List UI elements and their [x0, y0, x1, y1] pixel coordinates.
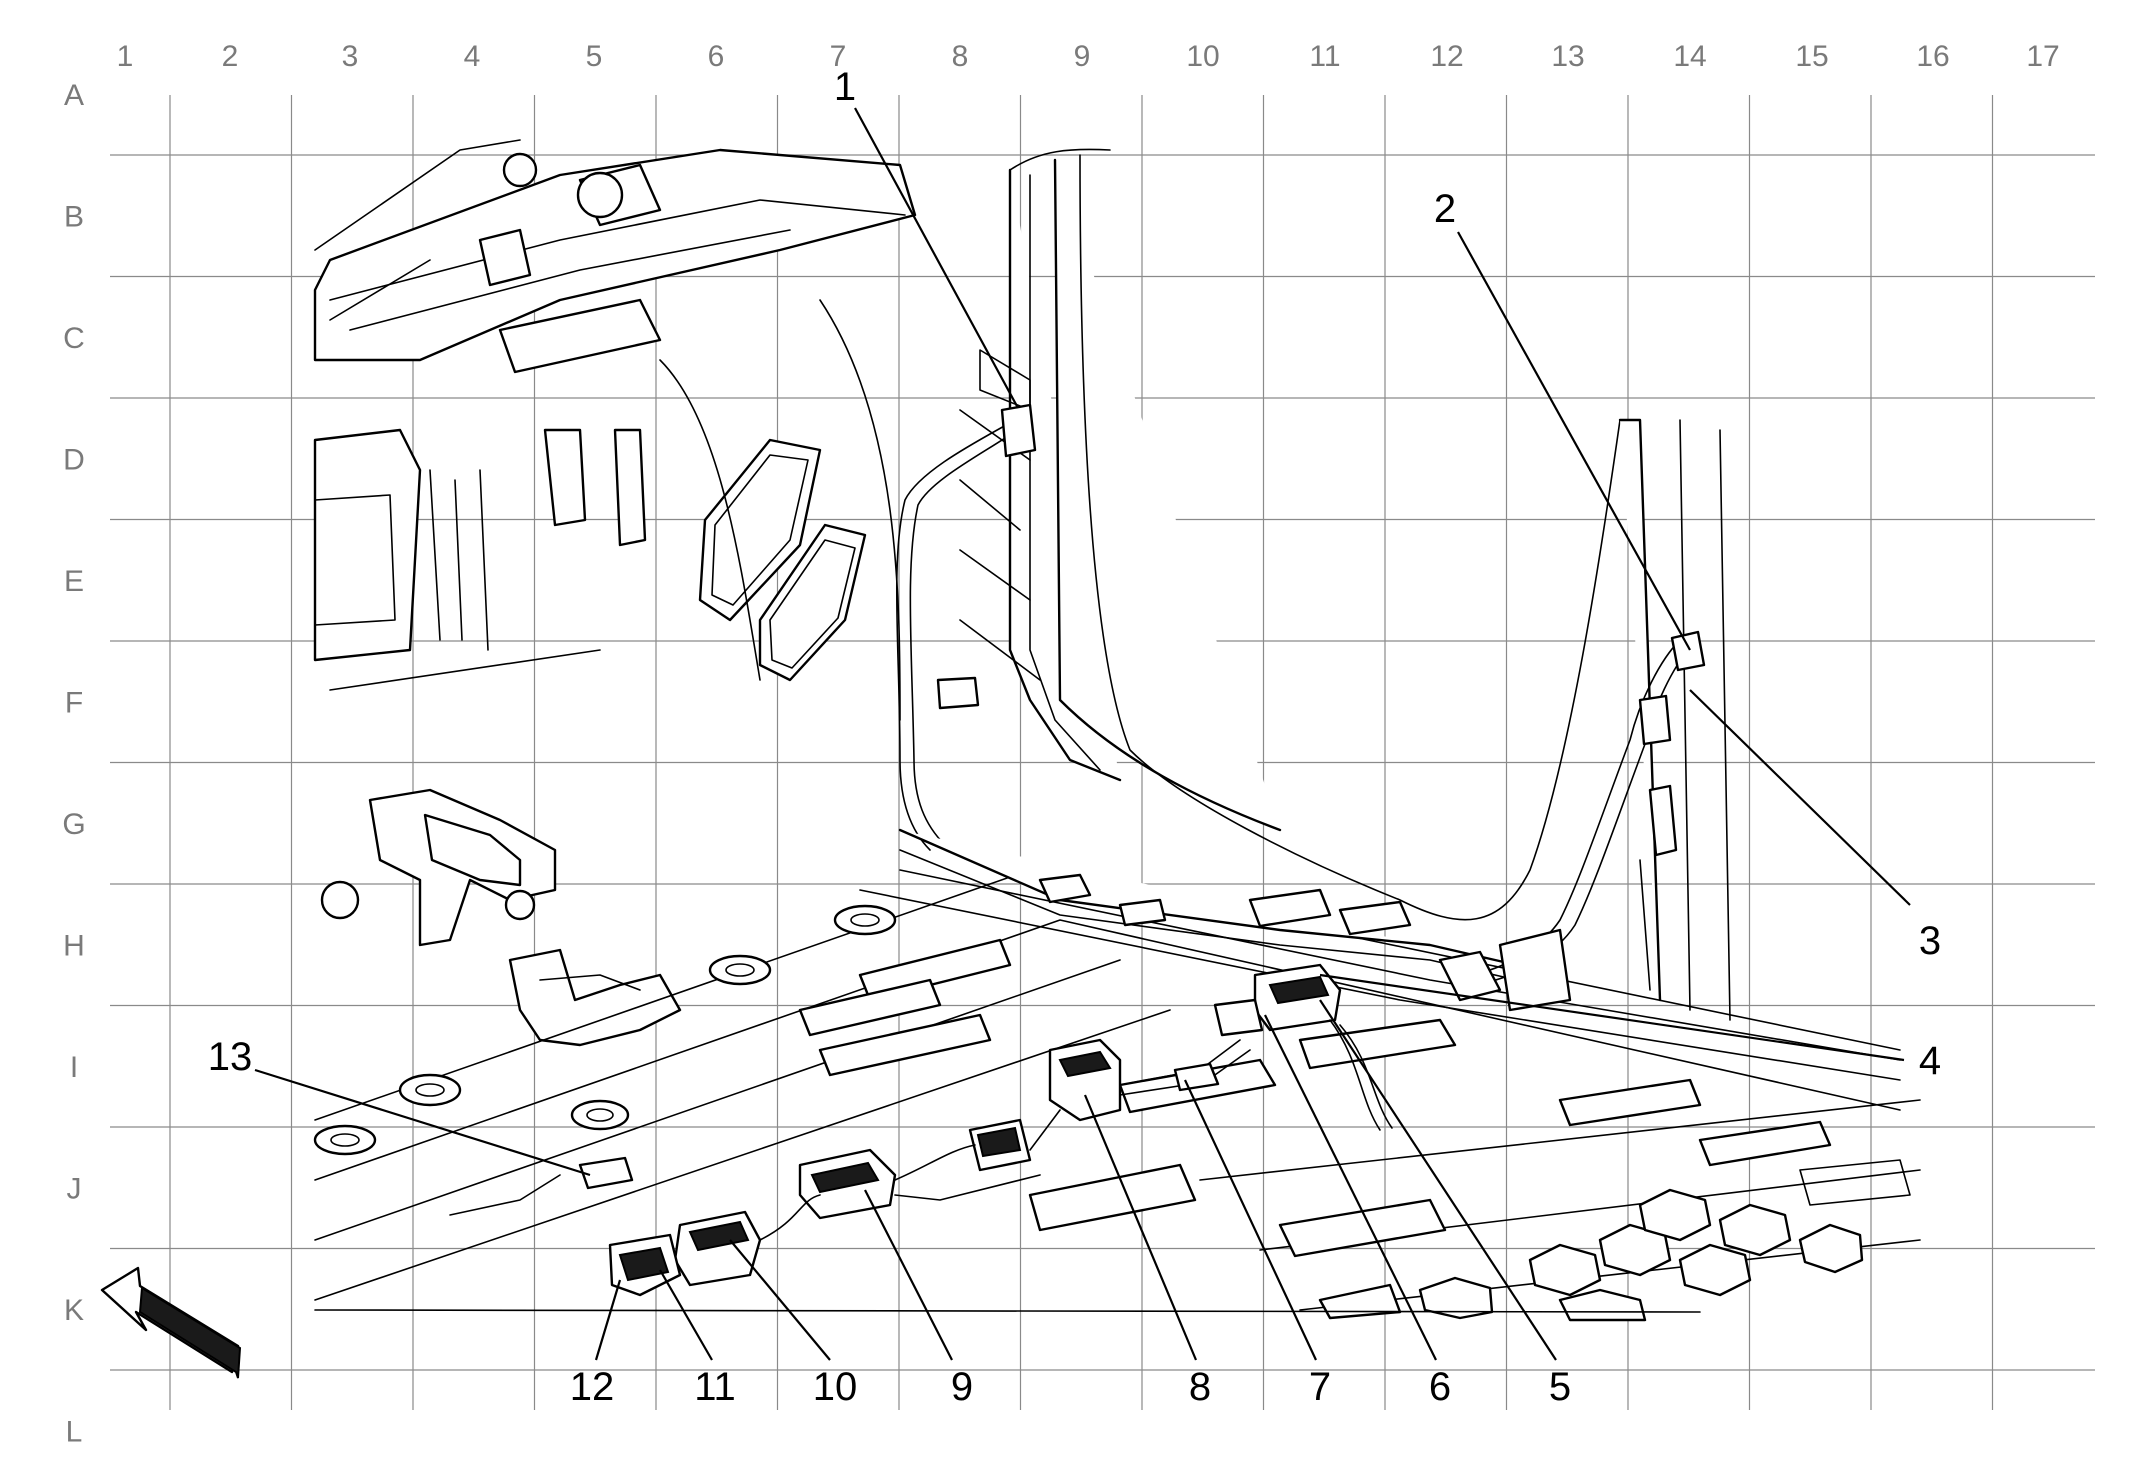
grid-row-label: G	[62, 808, 85, 841]
connector-cluster-center	[1048, 963, 1393, 1131]
grid-row-label: B	[64, 201, 84, 234]
callout-1: 1	[834, 65, 856, 109]
grid-column-label: 13	[1551, 40, 1584, 73]
callout-6: 6	[1429, 1365, 1451, 1409]
callout-8: 8	[1189, 1365, 1211, 1409]
callout-10: 10	[813, 1365, 858, 1409]
illustration-bottom-edge	[314, 1309, 1701, 1313]
grid-column-label: 2	[222, 40, 239, 73]
callout-9: 9	[951, 1365, 973, 1409]
upper-crossmember	[313, 139, 917, 374]
grid-row-label: D	[63, 444, 85, 477]
grid-row-label: C	[63, 322, 85, 355]
grid-column-label: 4	[464, 40, 481, 73]
callout-leader-lines	[254, 107, 1911, 1361]
grid-row-label: H	[63, 930, 85, 963]
connector-13-area	[449, 1156, 634, 1216]
grid-row-label: L	[66, 1416, 83, 1449]
callout-2: 2	[1434, 187, 1456, 231]
grid-row-label: A	[64, 79, 84, 112]
grid-column-label: 8	[952, 40, 969, 73]
grid-column-label: 6	[708, 40, 725, 73]
grid-column-label: 11	[1309, 40, 1340, 73]
callout-12: 12	[570, 1365, 615, 1409]
callout-5: 5	[1549, 1365, 1571, 1409]
grid-column-label: 1	[117, 40, 134, 73]
floor-panel	[313, 869, 1921, 1311]
vehicle-underbody-illustration	[313, 139, 1921, 1322]
grid-column-label: 16	[1916, 40, 1949, 73]
grid-column-label: 12	[1430, 40, 1463, 73]
wheel-well-slots	[659, 299, 901, 721]
grid-row-label: F	[65, 687, 83, 720]
grid-column-label: 5	[586, 40, 603, 73]
main-harness-trunk	[898, 828, 1572, 1012]
grid-column-label: 17	[2026, 40, 2059, 73]
callout-labels: 1 2 3 4 5 6 7 8 9 10 11 12 13	[208, 65, 1941, 1409]
connector-cluster-left	[608, 1109, 1061, 1297]
callout-13: 13	[208, 1035, 253, 1079]
pillar-harness-left	[895, 403, 1037, 851]
callout-7: 7	[1309, 1365, 1331, 1409]
grid-column-label: 9	[1074, 40, 1091, 73]
grid-row-label: K	[64, 1294, 84, 1327]
callout-4: 4	[1919, 1039, 1941, 1083]
callout-3: 3	[1919, 919, 1941, 963]
grid-column-label: 3	[342, 40, 359, 73]
floor-hex-pattern	[1318, 1159, 1911, 1322]
grid-column-label: 14	[1673, 40, 1706, 73]
grid-row-label: J	[67, 1173, 82, 1206]
grid-column-label: 7	[830, 40, 847, 73]
seat-mount-bracket	[320, 788, 682, 1047]
left-side-panel	[313, 428, 647, 691]
front-direction-arrow	[100, 1266, 242, 1379]
grid-column-label: 15	[1795, 40, 1828, 73]
callout-11: 11	[694, 1365, 736, 1409]
grid-column-label: 10	[1186, 40, 1219, 73]
grid-row-label: I	[70, 1051, 78, 1084]
grid-row-label: E	[64, 565, 84, 598]
pillar-harness-right	[1469, 630, 1706, 991]
